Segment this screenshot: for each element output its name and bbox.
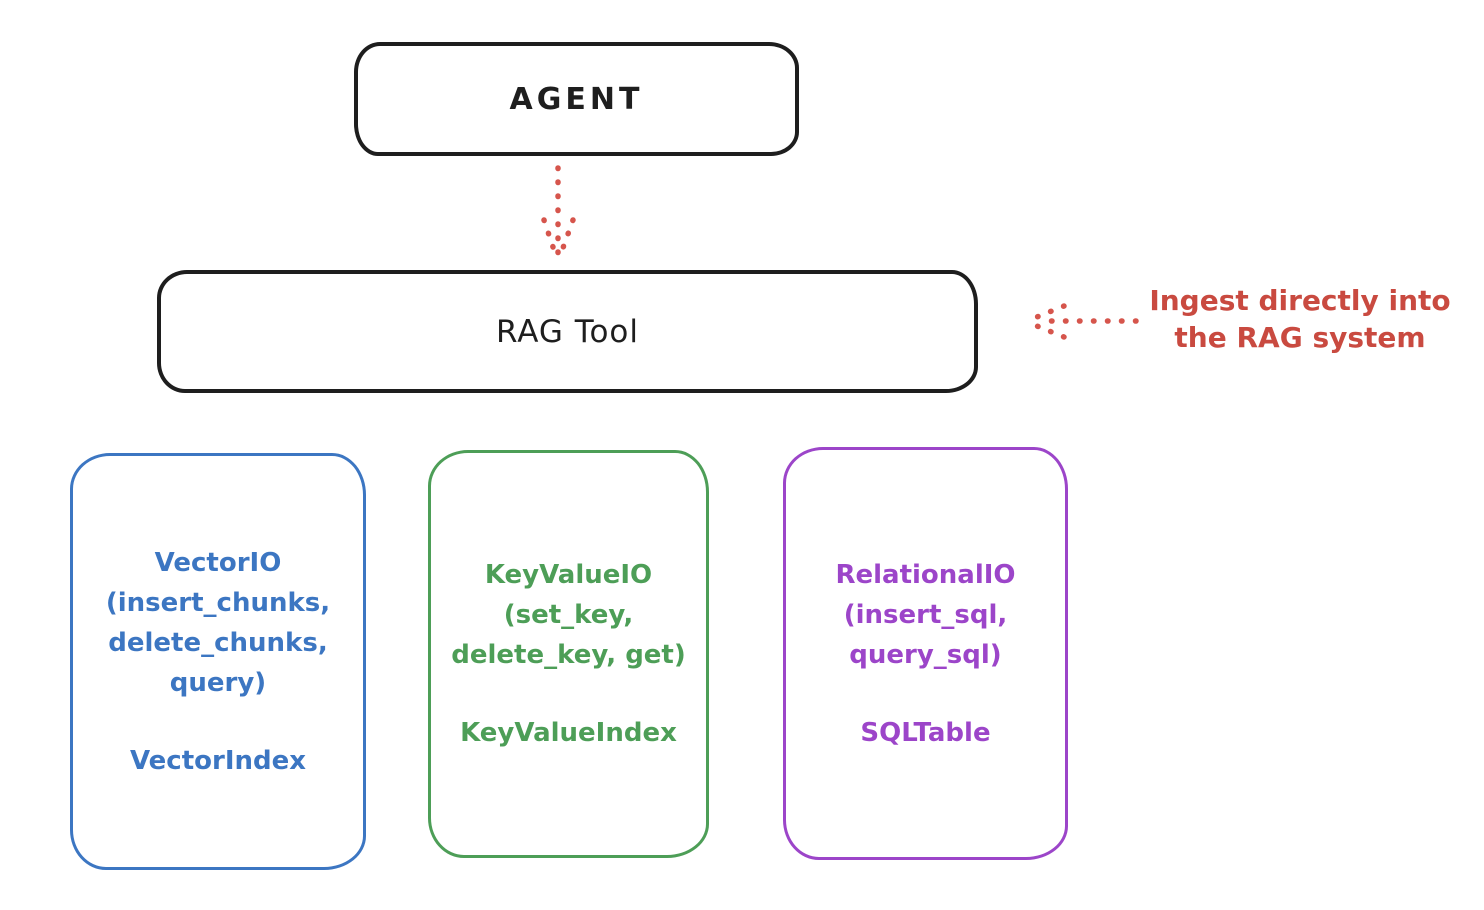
agent-to-ragtool-arrow [541,165,576,263]
card-title-line: delete_key, get) [451,640,686,670]
vector-io-card: VectorIO (insert_chunks, delete_chunks, … [70,453,366,870]
arrowhead-right-wing [556,217,576,262]
rag-tool-box-label: RAG Tool [495,313,640,350]
card-index-label: VectorIndex [129,745,307,776]
arrowhead-left-wing [541,217,560,262]
card-index-label: SQLTable [860,717,991,748]
card-title-line: RelationalIO [835,559,1016,590]
card-title-line: (set_key, [503,600,634,630]
annotation-line: Ingest directly into [1149,284,1451,317]
rag-tool-box: RAG Tool [157,270,978,393]
card-title-line: VectorIO [154,547,282,578]
agent-box-label: AGENT [509,81,644,117]
relational-io-card: RelationalIO (insert_sql, query_sql) SQL… [783,447,1068,860]
card-title-line: (insert_sql, [843,599,1008,630]
card-index-label: KeyValueIndex [460,718,677,748]
card-title-line: query_sql) [849,639,1002,670]
card-title-line: (insert_chunks, [105,587,331,618]
annotation-to-ragtool-arrow [1024,303,1139,340]
arrowhead-top-wing [1024,303,1067,324]
arrowhead-bottom-wing [1024,319,1067,340]
annotation-line: the RAG system [1174,321,1426,354]
agent-box: AGENT [354,42,799,156]
card-title-line: query) [169,667,267,698]
ingest-annotation: Ingest directly into the RAG system [1127,282,1473,356]
keyvalue-io-card: KeyValueIO (set_key, delete_key, get) Ke… [428,450,709,858]
card-title-line: delete_chunks, [108,627,328,658]
card-title-line: KeyValueIO [484,560,653,590]
